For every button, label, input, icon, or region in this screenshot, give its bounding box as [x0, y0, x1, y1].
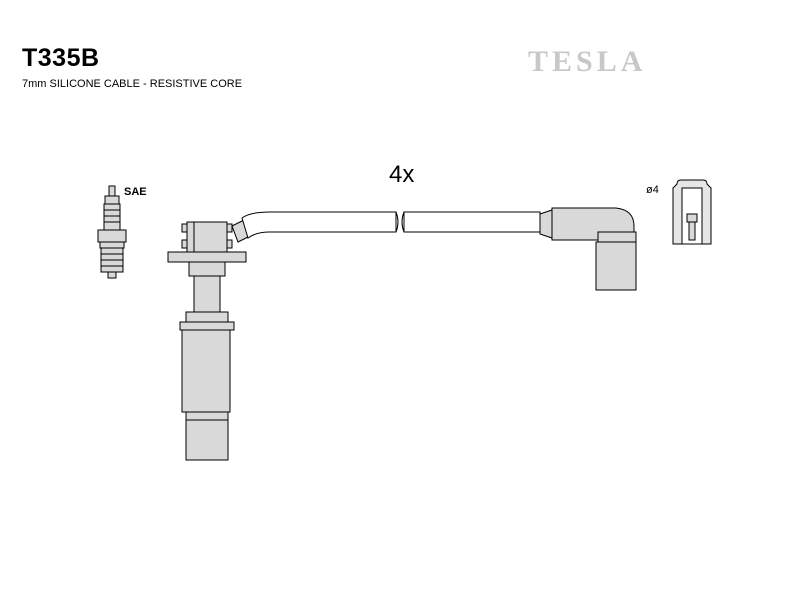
- part-number: T335B: [22, 44, 100, 72]
- angled-boot-icon: [539, 207, 637, 291]
- ignition-cable: [241, 211, 541, 239]
- brand-logo: TESLA: [528, 45, 647, 78]
- cable-description: 7mm SILICONE CABLE - RESISTIVE CORE: [22, 78, 243, 90]
- terminal-diameter-label: ø4: [646, 184, 659, 196]
- spark-plug-icon: [97, 185, 127, 279]
- spark-plug-label: SAE: [124, 186, 147, 198]
- terminal-icon: [672, 179, 712, 245]
- quantity-label: 4x: [389, 161, 415, 188]
- straight-boot-icon: [167, 219, 251, 461]
